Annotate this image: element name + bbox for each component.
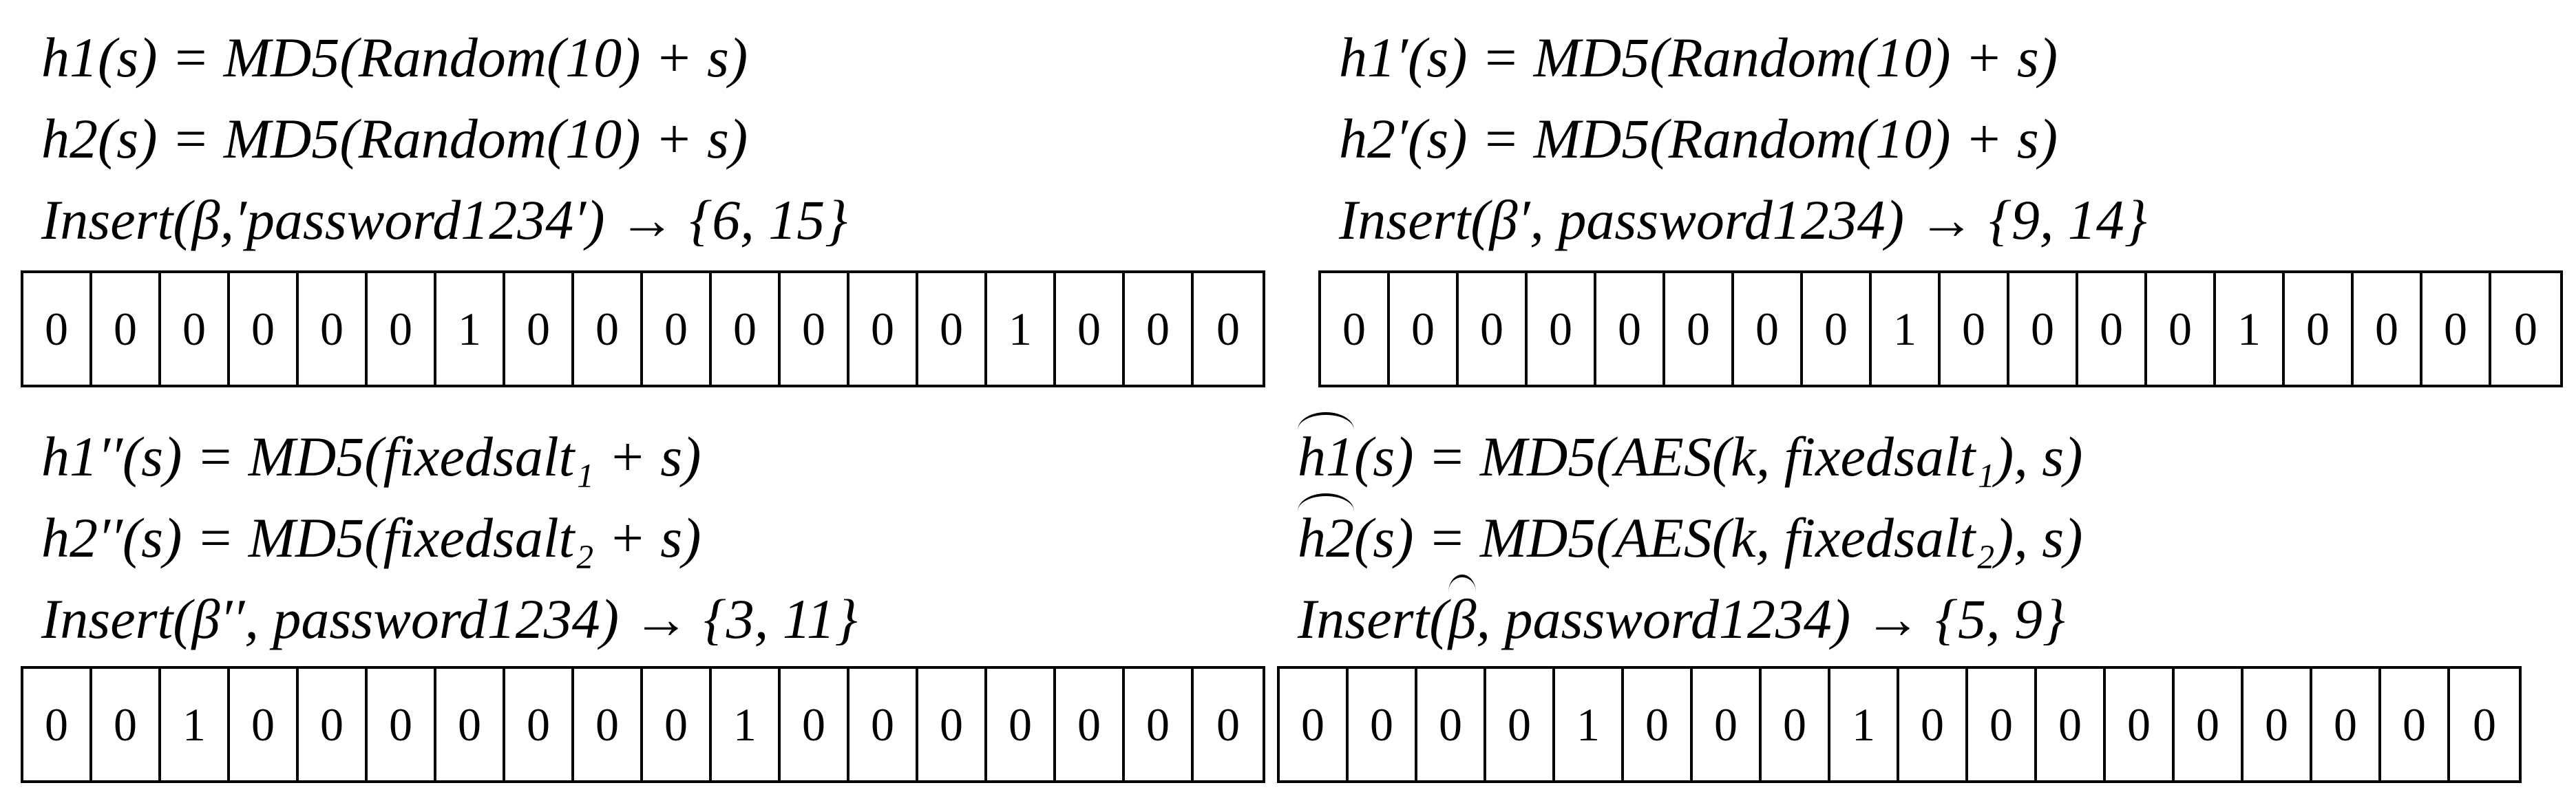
bit-cell: 0 [1734,273,1803,385]
bit-cell: 0 [918,273,987,385]
bit-cell: 0 [1056,273,1125,385]
bit-cell: 0 [505,273,574,385]
hash-function-h1-prime: h1′(s) = MD5(Random(10) + s) [1339,26,2058,89]
bit-cell: 0 [2354,273,2422,385]
bit-cell: 0 [643,669,712,780]
insert-operation: Insert(β′, password1234) → {9, 14} [1339,189,2147,251]
bit-cell: 0 [2285,273,2354,385]
bit-cell: 0 [574,273,643,385]
bit-cell: 0 [2147,273,2216,385]
bit-cell: 1 [161,669,230,780]
bit-cell: 0 [2244,669,2312,780]
bit-cell: 0 [1665,273,1734,385]
bit-cell: 0 [368,669,436,780]
bit-cell: 0 [1125,669,1194,780]
panel-random-salt-2: h1′(s) = MD5(Random(10) + s) h2′(s) = MD… [1339,17,2147,261]
bit-cell: 0 [1624,669,1693,780]
panel-fixed-salt: h1′′(s) = MD5(fixedsalt₁ + s) h2′′(s) = … [41,416,858,660]
bit-cell: 0 [2422,273,2491,385]
bit-cell: 0 [2037,669,2106,780]
bit-cell: 0 [299,669,368,780]
hash-function-h1: h1(s) = MD5(Random(10) + s) [41,26,748,89]
bit-cell: 0 [299,273,368,385]
bit-cell: 0 [92,669,161,780]
bit-cell: 0 [23,669,92,780]
bit-cell: 0 [1459,273,1528,385]
bit-cell: 0 [505,669,574,780]
bit-cell: 0 [1899,669,1968,780]
hash-function-h1-hat: h1(s) = MD5(AES(k, fixedsalt₁), s) [1298,412,2083,497]
bit-cell: 0 [1803,273,1872,385]
bit-cell: 0 [1056,669,1125,780]
bit-cell: 0 [230,669,299,780]
hat-h2: h2 [1298,493,1354,579]
bit-cell: 0 [368,273,436,385]
hash-function-h2: h2(s) = MD5(Random(10) + s) [41,107,748,170]
bit-cell: 0 [1486,669,1555,780]
bit-cell: 0 [1528,273,1596,385]
panel-random-salt-1: h1(s) = MD5(Random(10) + s) h2(s) = MD5(… [41,17,847,261]
bit-cell: 1 [2216,273,2285,385]
bit-cell: 1 [436,273,505,385]
h1-hat-definition: (s) = MD5(AES(k, fixedsalt₁), s) [1354,425,2083,488]
bit-cell: 0 [2078,273,2147,385]
bit-cell: 1 [712,669,781,780]
bit-cell: 0 [2175,669,2244,780]
bit-cell: 0 [1417,669,1486,780]
bit-cell: 0 [2106,669,2175,780]
insert-operation: Insert(β′′, password1234) → {3, 11} [41,588,858,650]
bit-cell: 0 [849,273,918,385]
bit-cell: 0 [23,273,92,385]
h2-hat-definition: (s) = MD5(AES(k, fixedsalt₂), s) [1354,506,2083,569]
panel-aes-salt: h1(s) = MD5(AES(k, fixedsalt₁), s) h2(s)… [1298,412,2083,660]
bit-cell: 0 [1321,273,1390,385]
insert-operation: Insert(β, password1234) → {5, 9} [1298,575,2082,660]
hash-function-h2-hat: h2(s) = MD5(AES(k, fixedsalt₂), s) [1298,493,2083,579]
bit-cell: 0 [1349,669,1417,780]
bit-cell: 0 [1390,273,1459,385]
insert-operation: Insert(β,′password1234′) → {6, 15} [41,189,848,251]
bit-cell: 0 [643,273,712,385]
bit-cell: 1 [1872,273,1941,385]
bit-cell: 0 [1762,669,1830,780]
bit-cell: 0 [574,669,643,780]
bit-cell: 0 [918,669,987,780]
bit-cell: 0 [849,669,918,780]
bit-cell: 0 [1968,669,2037,780]
bit-cell: 0 [781,669,849,780]
bit-cell: 0 [2473,698,2496,751]
hat-h1: h1 [1298,412,1354,497]
hash-function-h2-prime: h2′(s) = MD5(Random(10) + s) [1339,107,2058,170]
bit-cell: 0 [1941,273,2009,385]
insert-prefix: Insert( [1298,588,1448,650]
bit-cell: 0 [161,273,230,385]
bit-cell: 0 [436,669,505,780]
bit-cell: 0 [92,273,161,385]
insert-rest: , password1234) → {5, 9} [1476,588,2065,650]
bit-cell: 0 [1280,669,1349,780]
bit-cell: 0 [712,273,781,385]
hat-beta: β [1448,575,1476,660]
bit-cell: 0 [1596,273,1665,385]
bit-cell: 1 [1830,669,1899,780]
bit-cell: 0 [1693,669,1762,780]
bit-cell: 0 [2514,302,2537,355]
bit-cell: 0 [230,273,299,385]
bit-cell: 0 [1125,273,1194,385]
bit-cell: 0 [2009,273,2078,385]
hash-function-h2-double-prime: h2′′(s) = MD5(fixedsalt₂ + s) [41,506,701,569]
bit-cell: 0 [2381,669,2450,780]
bit-cell: 1 [987,273,1056,385]
bit-cell: 1 [1555,669,1624,780]
bit-cell: 0 [781,273,849,385]
hash-function-h1-double-prime: h1′′(s) = MD5(fixedsalt₁ + s) [41,425,701,488]
bit-cell: 0 [1216,698,1240,751]
bit-cell: 0 [2312,669,2381,780]
bit-cell: 0 [1216,302,1240,355]
bit-cell: 0 [987,669,1056,780]
